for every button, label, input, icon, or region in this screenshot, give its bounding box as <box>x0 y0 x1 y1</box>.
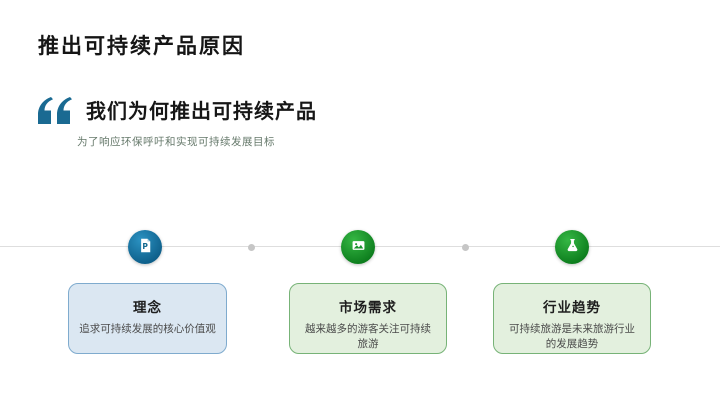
card-body: 可持续旅游是未来旅游行业的发展趋势 <box>509 323 635 351</box>
card-title: 市场需求 <box>339 300 397 316</box>
section-subtext: 为了响应环保呼吁和实现可持续发展目标 <box>77 136 275 148</box>
timeline-dot <box>248 243 255 251</box>
card-body: 追求可持续发展的核心价值观 <box>79 323 216 335</box>
flask-icon <box>563 236 582 259</box>
card-concept: 理念 追求可持续发展的核心价值观 <box>68 283 227 354</box>
card-industry-trend: 行业趋势 可持续旅游是未来旅游行业的发展趋势 <box>493 283 651 354</box>
section-heading: 我们为何推出可持续产品 <box>86 99 317 123</box>
card-title: 理念 <box>133 300 162 316</box>
image-icon <box>349 236 368 259</box>
timeline-dot <box>462 243 469 251</box>
svg-text:P: P <box>142 241 148 250</box>
document-p-icon: P <box>136 236 155 259</box>
page-title: 推出可持续产品原因 <box>38 34 245 58</box>
timeline-node-trend <box>555 230 589 264</box>
timeline-node-market <box>341 230 375 264</box>
card-body: 越来越多的游客关注可持续旅游 <box>305 323 431 351</box>
card-market-demand: 市场需求 越来越多的游客关注可持续旅游 <box>289 283 447 354</box>
timeline-node-concept: P <box>128 230 162 264</box>
quote-icon <box>38 97 74 128</box>
card-title: 行业趋势 <box>543 300 601 316</box>
